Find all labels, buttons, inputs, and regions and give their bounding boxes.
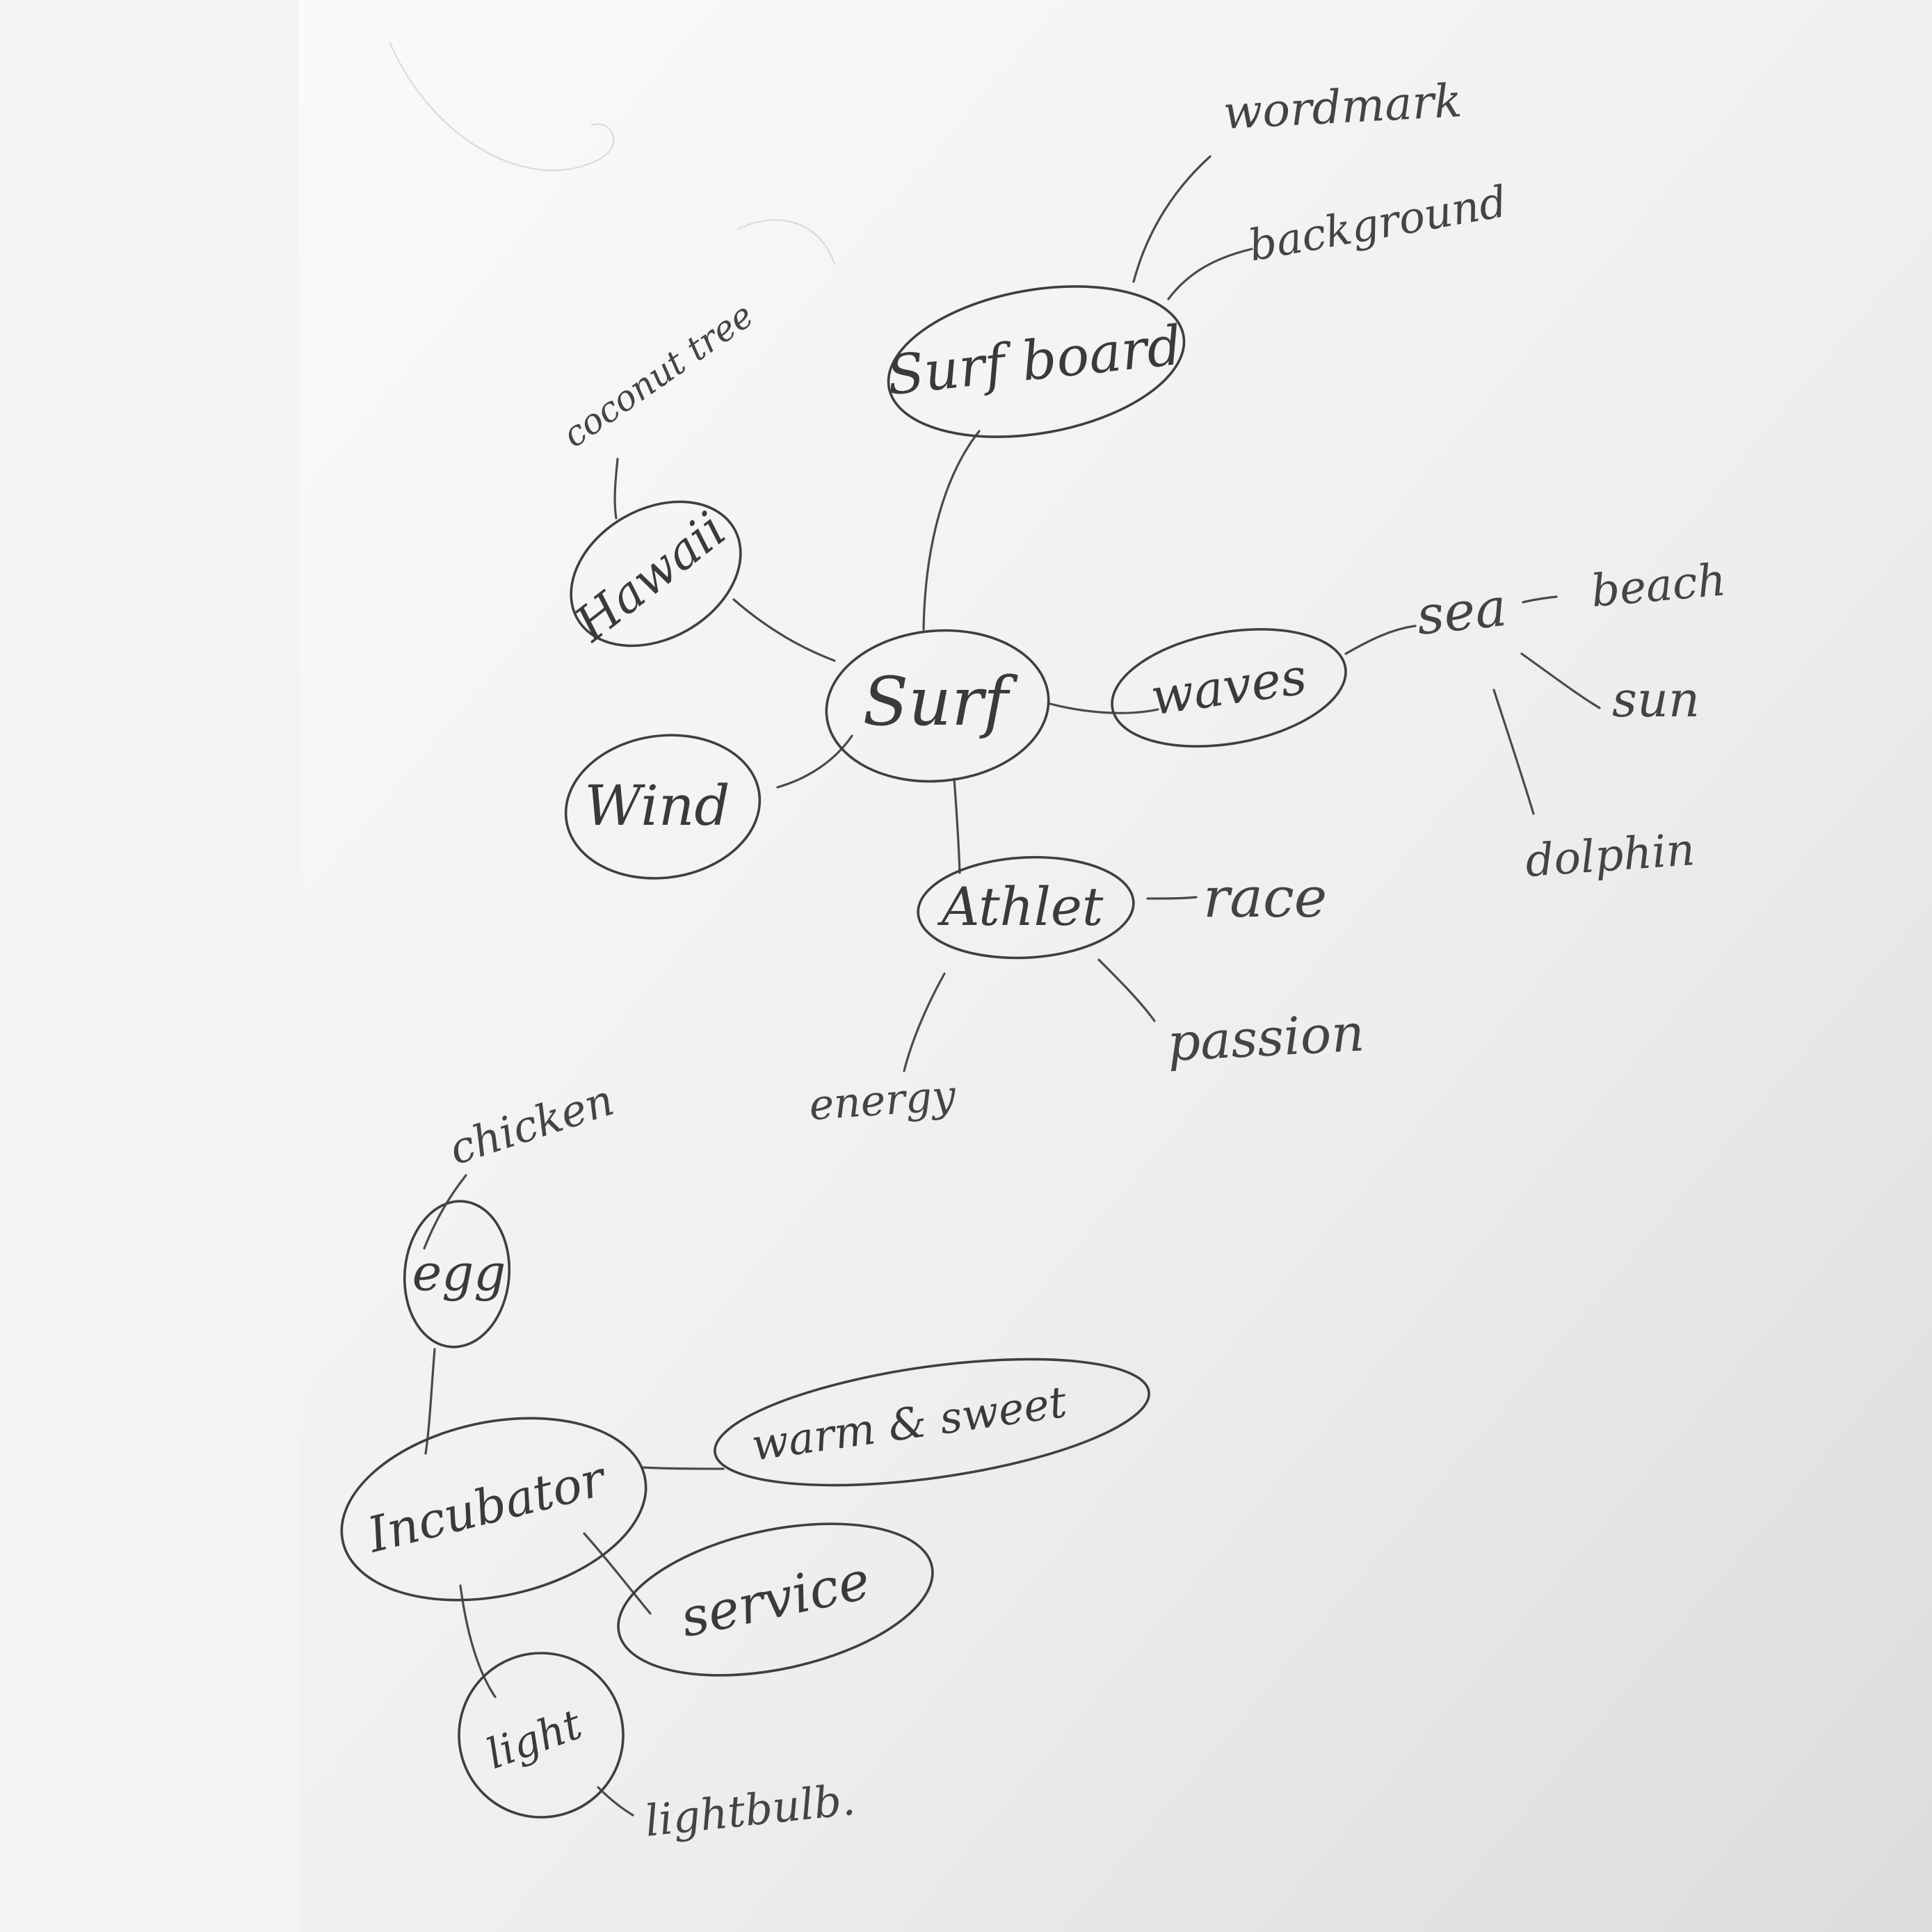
connector-surf-surfboard — [922, 430, 981, 631]
connector-egg-incubator — [424, 1348, 436, 1455]
node-surf-label: Surf — [862, 663, 1017, 741]
connector-athlet-race — [1146, 896, 1198, 900]
word-dolphin: dolphin — [1524, 824, 1696, 887]
connector-surfboard-background — [1167, 248, 1253, 300]
node-hawaii-oval — [570, 500, 742, 647]
erased-mark — [736, 219, 835, 265]
erased-mark — [389, 41, 615, 171]
connector-incubator-warm — [642, 1466, 725, 1470]
node-warm-sweet-oval — [714, 1358, 1150, 1487]
word-energy: energy — [807, 1071, 958, 1130]
connector-athlet-energy — [903, 972, 946, 1072]
word-beach: beach — [1589, 554, 1728, 618]
connector-sea-dolphin — [1492, 689, 1535, 815]
word-race: race — [1203, 865, 1327, 930]
left-margin — [0, 0, 299, 1932]
word-wordmark: wordmark — [1222, 74, 1463, 140]
node-wind-label: Wind — [584, 773, 730, 838]
node-wind-oval — [564, 734, 762, 880]
connector-surf-athlet — [953, 778, 961, 874]
connector-hawaii-coconut — [613, 458, 619, 520]
node-incubator-oval — [340, 1417, 647, 1602]
word-passion: passion — [1166, 1003, 1365, 1073]
node-light-oval — [458, 1652, 625, 1819]
node-egg-oval — [403, 1200, 511, 1349]
connector-surfboard-wordmark — [1132, 155, 1211, 283]
node-waves-oval — [1111, 628, 1347, 748]
connector-sea-beach — [1522, 595, 1558, 604]
connector-athlet-passion — [1097, 958, 1156, 1022]
word-sun: sun — [1612, 671, 1700, 728]
node-service-oval — [617, 1522, 934, 1677]
connector-surf-waves — [1049, 702, 1159, 714]
connector-surf-hawaii — [732, 598, 836, 662]
connector-waves-sea — [1344, 625, 1417, 655]
node-surf-oval — [825, 629, 1050, 783]
connector-surf-wind — [776, 734, 853, 789]
paper-sheet — [299, 0, 1932, 1932]
connector-egg-chicken — [423, 1174, 467, 1250]
connector-sea-sun — [1520, 652, 1601, 709]
node-athlet-label: Athlet — [937, 876, 1104, 937]
word-sea: sea — [1414, 576, 1510, 647]
node-athlet-oval — [917, 855, 1135, 960]
node-egg-label: egg — [412, 1243, 506, 1302]
node-surfboard-oval — [887, 285, 1186, 438]
connector-incubator-service — [583, 1532, 652, 1615]
